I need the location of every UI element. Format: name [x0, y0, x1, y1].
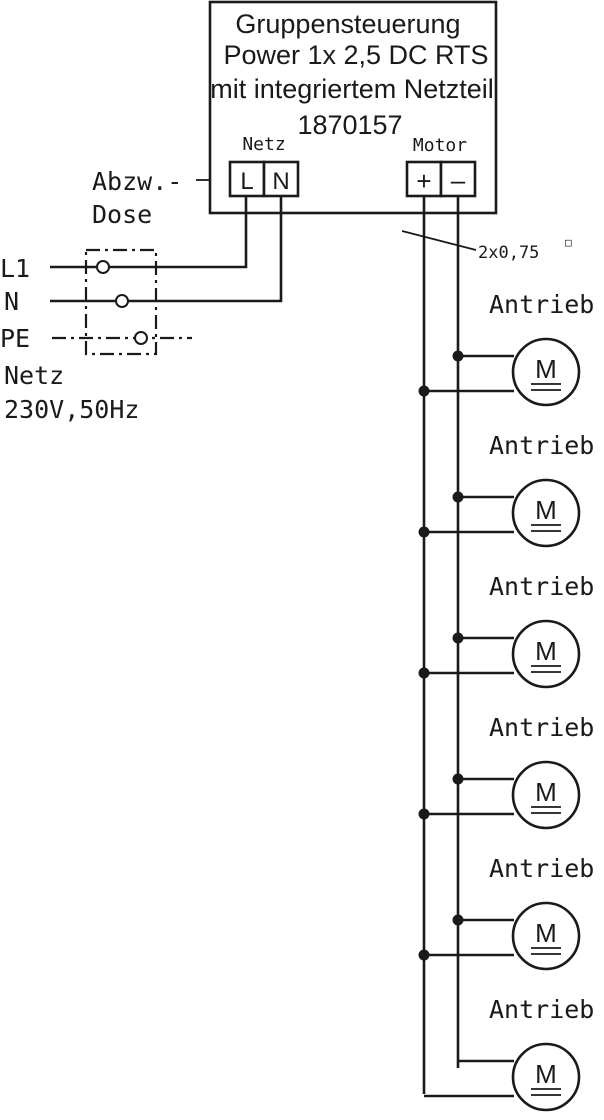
terminal-l1-clamp [96, 260, 110, 274]
motor-terminal-label: Motor [413, 135, 467, 156]
drive-label: Antrieb [489, 290, 594, 319]
drive-label: Antrieb [489, 995, 594, 1024]
motor-letter: M [535, 636, 557, 666]
junction-dot [452, 773, 464, 785]
drive-label: Antrieb [489, 572, 594, 601]
junction-box-label-2: Dose [92, 200, 152, 229]
control-unit-description: mit integriertem Netzteil [210, 74, 494, 104]
cable-unit-mark: □ [565, 236, 572, 249]
mains-n-label: N [4, 287, 19, 316]
terminal-pe-clamp [134, 331, 148, 345]
mains-l1-label: L1 [0, 254, 30, 283]
junction-dot [418, 526, 430, 538]
motor-symbol [511, 760, 581, 830]
mains-pe-label: PE [0, 324, 30, 353]
mains-wiring [50, 196, 283, 345]
cable-leader [401, 230, 477, 251]
motor-letter: M [535, 354, 557, 384]
drive-label: Antrieb [489, 431, 594, 460]
motor-letter: M [535, 777, 557, 807]
motor-bus [422, 196, 460, 1094]
motor-letter: M [535, 495, 557, 525]
motor-letter: M [535, 1059, 557, 1089]
drive-label: Antrieb [489, 713, 594, 742]
junction-dot [418, 949, 430, 961]
motor-letter: M [535, 918, 557, 948]
junction-dot [452, 350, 464, 362]
wire-l1 [50, 196, 248, 269]
motor-symbol [511, 478, 581, 548]
cable-spec: 2x0,75 [478, 243, 539, 263]
motor-symbol [511, 1042, 581, 1112]
junction-dot [452, 632, 464, 644]
control-unit-model: Power 1x 2,5 DC RTS [223, 40, 488, 70]
control-unit-article-number: 1870157 [297, 110, 402, 140]
control-unit: Gruppensteuerung Power 1x 2,5 DC RTS mit… [208, 0, 498, 215]
junction-dot [418, 808, 430, 820]
terminal-n-clamp [115, 294, 129, 308]
junction-box-label-1: Abzw.- [92, 167, 182, 196]
mains-terminal-label: Netz [242, 134, 285, 155]
terminal-minus-label: – [451, 165, 466, 195]
drives: AntriebMAntriebMAntriebMAntriebMAntriebM… [418, 290, 594, 1112]
terminal-n-label: N [272, 168, 289, 195]
mains-label: Netz [4, 361, 64, 390]
junction-dot [418, 385, 430, 397]
junction-dot [452, 491, 464, 503]
mains-voltage-label: 230V,50Hz [4, 395, 139, 424]
motor-symbol [511, 901, 581, 971]
terminal-plus-label: + [416, 166, 431, 196]
junction-dot [452, 914, 464, 926]
motor-symbol [511, 337, 581, 407]
control-unit-title: Gruppensteuerung [235, 9, 460, 39]
terminal-l-label: L [240, 168, 253, 195]
drive-label: Antrieb [489, 854, 594, 883]
motor-symbol [511, 619, 581, 689]
junction-dot [418, 667, 430, 679]
